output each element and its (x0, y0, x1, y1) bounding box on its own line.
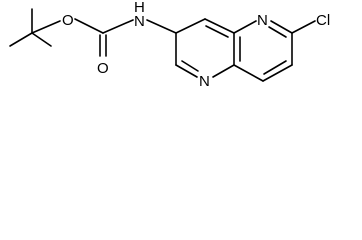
bond-n5-c6 (270, 20, 293, 34)
bond-c8-c8a (233, 64, 264, 82)
bond-tbu-to-oxygen (31, 20, 61, 34)
tert-butyl-group (9, 8, 61, 47)
atom-ring-nitrogen-1: N (199, 73, 210, 90)
bond-c6-to-chlorine (291, 20, 316, 34)
naphthyridine-left-ring (175, 18, 235, 78)
atom-amide-hydrogen: H (134, 0, 145, 16)
bond-c8a-n1 (212, 64, 235, 78)
bond-n1-c2 (175, 64, 198, 78)
bond-c7-c8 (262, 64, 293, 82)
bond-c4-c4a-inner (205, 25, 229, 38)
atom-amide-nitrogen: N (134, 13, 145, 30)
bond-tbu-methyl-left (9, 32, 33, 47)
bond-oxygen-to-carbonyl-carbon (74, 18, 104, 34)
chemical-structure: O O H N N N Cl (9, 0, 330, 90)
bond-n1-c2-inner (181, 60, 199, 72)
bond-c4a-n5 (233, 20, 257, 34)
atom-chlorine: Cl (316, 12, 330, 29)
atom-ring-nitrogen-5: N (257, 12, 268, 29)
bond-c7-c8-inner (263, 60, 287, 75)
naphthyridine-right-ring (233, 20, 316, 82)
atom-ester-oxygen: O (62, 12, 74, 29)
atom-carbonyl-oxygen: O (97, 60, 109, 77)
bond-nitrogen-to-ring (146, 19, 177, 34)
bond-c4-c4a (204, 18, 235, 34)
bond-n5-c6-inner (268, 26, 287, 38)
bond-carbonyl-to-nitrogen (102, 19, 134, 34)
carbamate-group (74, 18, 177, 57)
bond-tbu-methyl-down (31, 32, 52, 47)
bond-c3-c4 (175, 18, 206, 34)
